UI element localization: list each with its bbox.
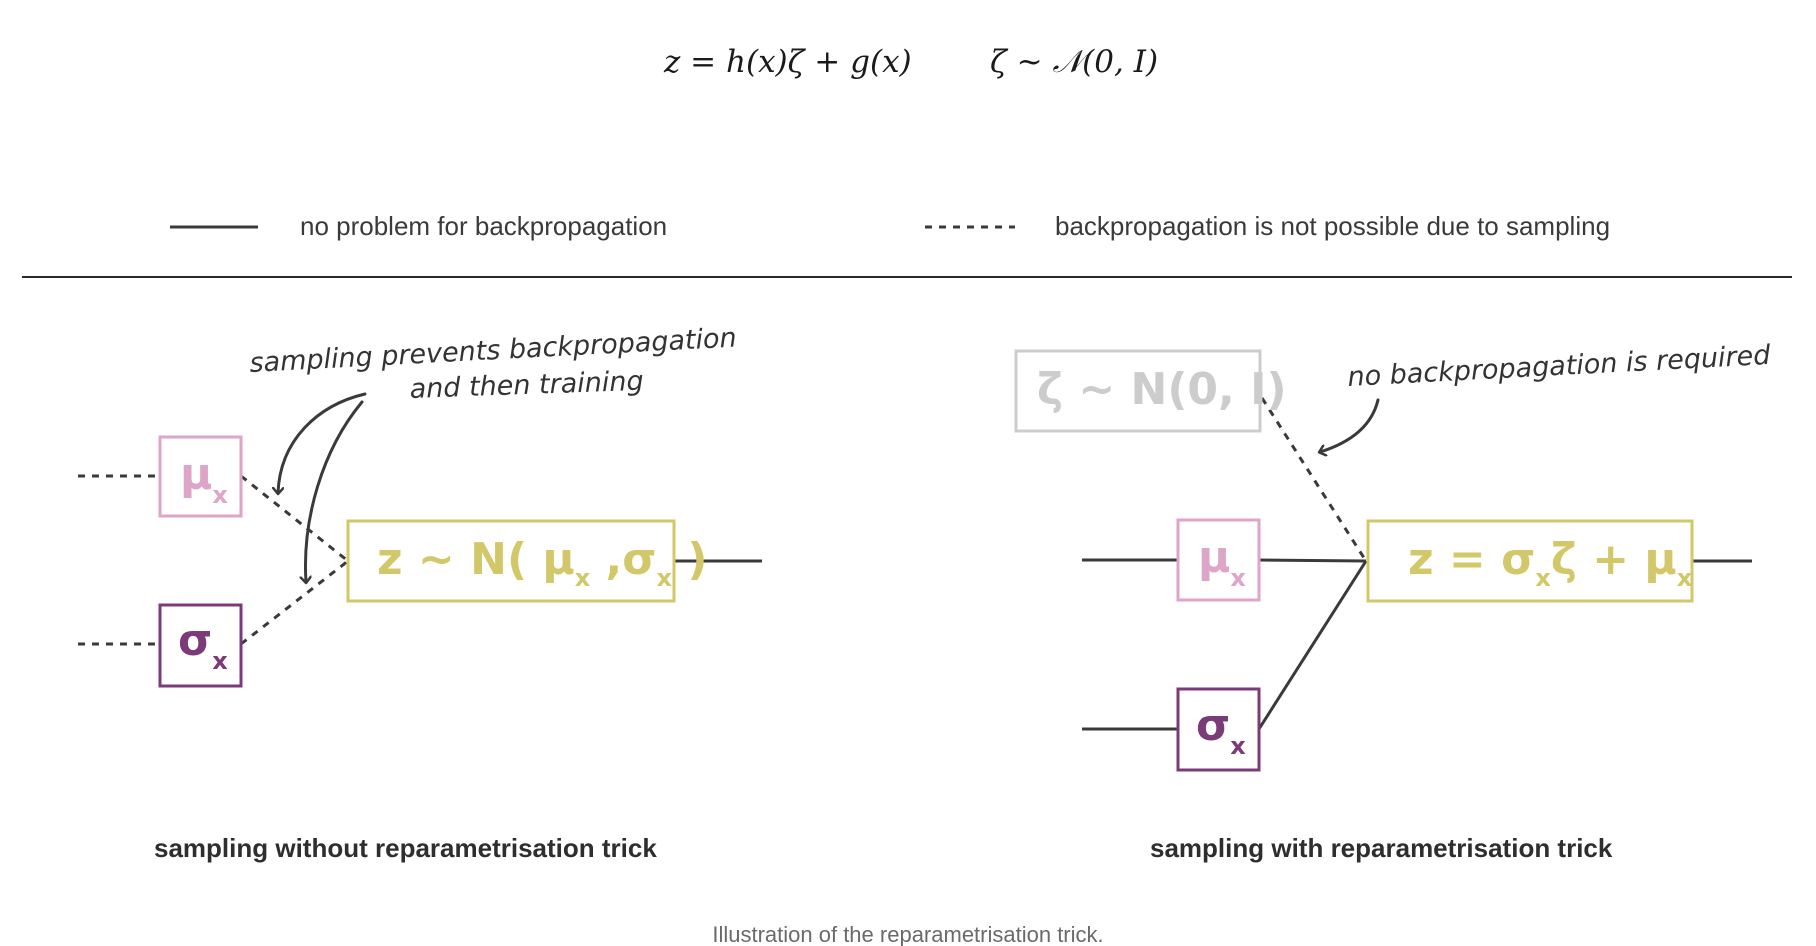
left-annotation-arrow-2 [305, 400, 364, 582]
left-panel-title: sampling without reparametrisation trick [154, 833, 657, 863]
svg-text:z ~ N( μx ,σx ): z ~ N( μx ,σx ) [377, 534, 707, 592]
legend-solid-label: no problem for backpropagation [300, 211, 667, 241]
right-sigma-box: σx [1176, 687, 1261, 772]
left-mu-box: μx [158, 435, 243, 518]
right-mu-to-z-line [1258, 558, 1367, 563]
left-z-text-2: ,σ [590, 534, 656, 585]
right-zeta-to-z-line [1260, 397, 1368, 562]
svg-text:σx: σx [178, 615, 228, 675]
right-sigma-to-z-line [1257, 560, 1368, 730]
left-z-sub-2: x [657, 564, 673, 592]
right-panel-title: sampling with reparametrisation trick [1150, 833, 1613, 863]
right-z-text-1: z = σ [1408, 534, 1535, 585]
right-mu-symbol: μ [1198, 532, 1230, 583]
equation-left: z = h(x)ζ + g(x) [663, 44, 912, 80]
left-annotation-arrow-1 [278, 392, 367, 493]
left-mu-subscript: x [212, 481, 228, 509]
left-annotation-line2: and then training [409, 366, 644, 405]
right-sigma-symbol: σ [1196, 700, 1230, 751]
left-sigma-subscript: x [212, 647, 228, 675]
left-sigma-box: σx [158, 603, 243, 688]
legend-dashed-label: backpropagation is not possible due to s… [1055, 211, 1610, 241]
svg-text:σx: σx [1196, 700, 1246, 760]
right-mu-box: μx [1176, 518, 1261, 602]
figure-caption: Illustration of the reparametrisation tr… [712, 922, 1103, 946]
svg-text:μx: μx [180, 449, 228, 509]
left-panel: μx σx z ~ N( μx ,σx ) sampling prevents … [78, 323, 762, 863]
right-zeta-text: ζ ~ N(0, I) [1037, 364, 1287, 415]
left-sigma-to-z-line [240, 559, 349, 646]
right-mu-subscript: x [1230, 564, 1246, 592]
left-z-sub-1: x [575, 564, 591, 592]
left-z-text-1: z ~ N( μ [377, 534, 575, 585]
svg-text:z = σxζ + μx: z = σxζ + μx [1408, 534, 1693, 592]
svg-text:μx: μx [1198, 532, 1246, 592]
right-sigma-subscript: x [1230, 732, 1246, 760]
right-z-text-2: ζ + μ [1551, 534, 1677, 585]
left-sigma-symbol: σ [178, 615, 212, 666]
left-z-text-3: ) [672, 534, 707, 585]
right-z-sub-2: x [1677, 564, 1693, 592]
right-annotation-arrow [1320, 398, 1380, 452]
left-z-box: z ~ N( μx ,σx ) [346, 519, 707, 603]
right-z-box: z = σxζ + μx [1366, 519, 1694, 603]
right-panel: ζ ~ N(0, I) μx σx z = σxζ + μx no backpr… [1014, 340, 1772, 863]
equation-right: ζ ~ 𝒩(0, I) [990, 44, 1158, 80]
right-annotation: no backpropagation is required [1347, 340, 1772, 393]
left-mu-symbol: μ [180, 449, 212, 500]
right-z-sub-1: x [1535, 564, 1551, 592]
right-zeta-box: ζ ~ N(0, I) [1014, 349, 1287, 433]
left-mu-to-z-line [240, 474, 349, 563]
